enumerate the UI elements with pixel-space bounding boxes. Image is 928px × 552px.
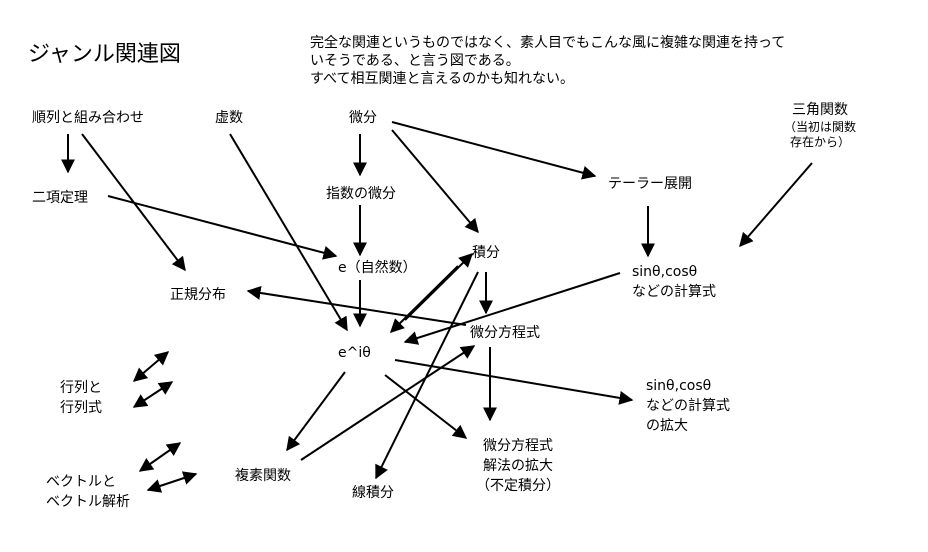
- node-trig: 三角関数 （当初は関数 存在から）: [780, 100, 860, 150]
- description-note: 完全な関連というものではなく、素人目でもこんな風に複雑な関連を持って いそうであ…: [310, 34, 785, 88]
- node-vector-2: ベクトル解析: [46, 494, 130, 510]
- node-diff-eq-solution-2: 解法の拡大: [483, 458, 553, 474]
- arrow-vector-b: [146, 471, 198, 493]
- node-matrix-2: 行列式: [60, 400, 102, 416]
- node-diff-eq-solution-1: 微分方程式: [483, 438, 553, 454]
- node-matrix: 行列と 行列式: [60, 378, 102, 418]
- node-permutations: 順列と組み合わせ: [32, 110, 144, 126]
- node-trig-ext-1: sinθ,cosθ: [646, 378, 712, 394]
- arrow-euler-trigext: [394, 359, 634, 405]
- arrow-complex-diffeq: [300, 345, 476, 461]
- node-vector-1: ベクトルと: [46, 474, 116, 490]
- node-complex-func: 複素関数: [235, 468, 291, 484]
- arrow-matrix-a: [132, 351, 170, 382]
- node-matrix-1: 行列と: [60, 380, 102, 396]
- arrow-binomial-e: [107, 195, 338, 260]
- node-trig-calc-2: などの計算式: [632, 284, 716, 300]
- node-trig-ext-2: などの計算式: [646, 398, 730, 414]
- node-e-natural: e（自然数）: [338, 260, 417, 276]
- node-differential: 微分: [349, 110, 377, 126]
- node-trig-ext-3: の拡大: [646, 418, 688, 434]
- node-diff-eq-solution: 微分方程式 解法の拡大 （不定積分）: [462, 436, 574, 496]
- arrow-calc-euler: [403, 272, 621, 345]
- page-title: ジャンル関連図: [28, 42, 181, 67]
- node-euler: e^iθ: [338, 345, 371, 361]
- arrow-imaginary-euler: [229, 133, 348, 332]
- node-vector: ベクトルと ベクトル解析: [46, 472, 130, 512]
- arrow-euler-complex: [286, 371, 346, 452]
- node-diff-eq: 微分方程式: [470, 325, 540, 341]
- arrow-diff-integral: [391, 129, 479, 234]
- node-trig-calc-1: sinθ,cosθ: [632, 264, 698, 280]
- node-trig-note-1: （当初は関数: [783, 120, 856, 134]
- note-line-2: いそうである、と言う図である。: [310, 53, 520, 69]
- node-imaginary: 虚数: [215, 110, 243, 126]
- arrow-integral-euler-a: [390, 265, 459, 333]
- arrow-integral-euler-b: [404, 253, 473, 321]
- node-trig-ext: sinθ,cosθ などの計算式 の拡大: [646, 376, 730, 436]
- node-binomial: 二項定理: [32, 190, 88, 206]
- arrow-integral-line: [375, 271, 479, 480]
- node-normal-dist: 正規分布: [170, 287, 226, 303]
- arrow-matrix-b: [132, 381, 174, 408]
- node-taylor: テーラー展開: [608, 176, 692, 192]
- note-line-1: 完全な関連というものではなく、素人目でもこんな風に複雑な関連を持って: [310, 35, 786, 51]
- node-trig-calc: sinθ,cosθ などの計算式: [632, 262, 716, 302]
- node-line-integral: 線積分: [352, 485, 394, 501]
- node-trig-note-2: 存在から）: [789, 135, 850, 149]
- node-exp-diff: 指数の微分: [326, 186, 396, 202]
- arrow-euler-solution: [384, 374, 468, 439]
- arrow-diff-taylor: [391, 121, 597, 180]
- node-diff-eq-solution-3: （不定積分）: [476, 478, 560, 494]
- node-trig-main: 三角関数: [792, 102, 848, 118]
- note-line-3: すべて相互関連と言えるのかも知れない。: [310, 71, 575, 87]
- node-integral: 積分: [472, 245, 500, 261]
- arrow-vector-a: [138, 442, 182, 472]
- arrow-diffeq-normal: [246, 286, 467, 326]
- arrow-trig-calc: [739, 162, 813, 248]
